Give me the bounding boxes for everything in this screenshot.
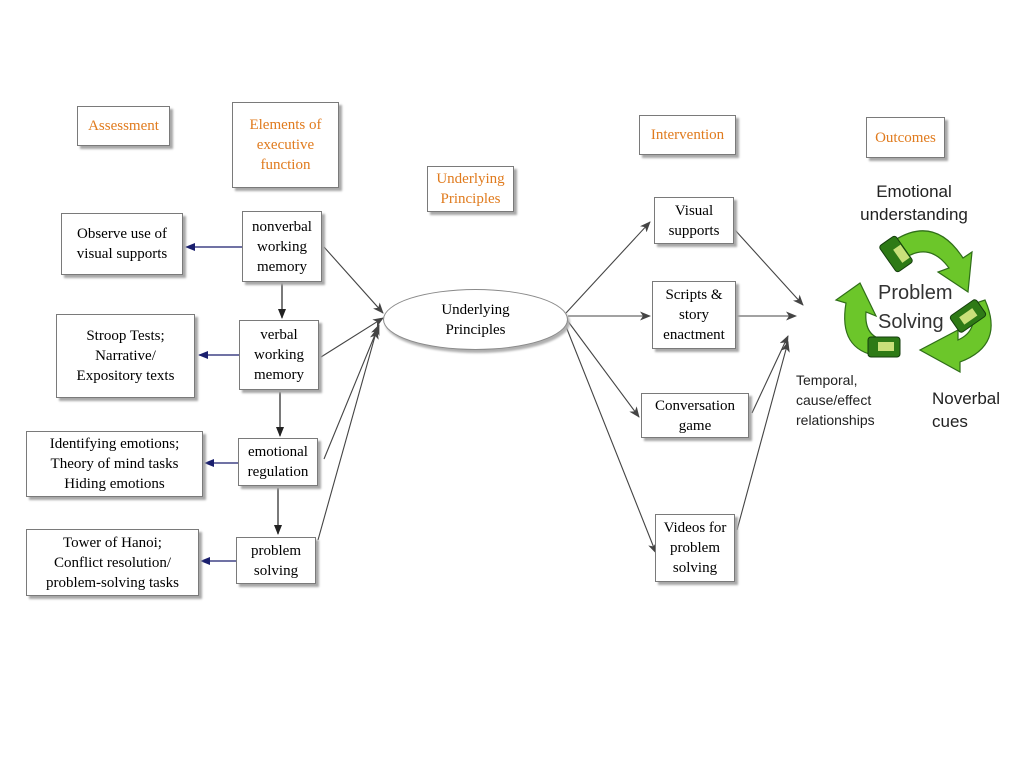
element-emotional-regulation: emotional regulation: [238, 438, 318, 486]
assessment-observe-visual-supports: Observe use of visual supports: [61, 213, 183, 275]
outcome-problem-solving: Problem Solving: [878, 282, 953, 333]
assessment-stroop-tests: Stroop Tests; Narrative/ Expository text…: [56, 314, 195, 398]
header-outcomes: Outcomes: [866, 117, 945, 158]
arrow-nonverbal-to-center: [323, 246, 384, 314]
assessment-identifying-emotions: Identifying emotions; Theory of mind tas…: [26, 431, 203, 497]
arrow-emotional-to-center: [323, 324, 380, 460]
element-nonverbal-working-memory: nonverbal working memory: [242, 211, 322, 282]
intervention-videos-problem-solving: Videos for problem solving: [655, 514, 735, 582]
arrow-center-to-conversation: [566, 319, 640, 418]
arrow-visual-to-outcomes: [734, 229, 804, 306]
intervention-scripts-story-enactment: Scripts & story enactment: [652, 281, 736, 349]
header-assessment: Assessment: [77, 106, 170, 146]
outcome-temporal-relationships: Temporal, cause/effect relationships: [796, 372, 875, 428]
element-verbal-working-memory: verbal working memory: [239, 320, 319, 390]
intervention-visual-supports: Visual supports: [654, 197, 734, 244]
outcome-emotional-understanding: Emotional understanding: [860, 182, 968, 224]
header-elements-of-executive-function: Elements of executive function: [232, 102, 339, 188]
arrow-videos-to-outcomes: [736, 341, 790, 531]
header-intervention: Intervention: [639, 115, 736, 155]
element-problem-solving: problem solving: [236, 537, 316, 584]
arrow-center-to-videos: [564, 323, 657, 554]
header-underlying-principles: Underlying Principles: [427, 166, 514, 212]
assessment-tower-of-hanoi: Tower of Hanoi; Conflict resolution/ pro…: [26, 529, 199, 596]
arrow-center-to-visual: [565, 221, 651, 314]
intervention-conversation-game: Conversation game: [641, 393, 749, 438]
underlying-principles-ellipse: Underlying Principles: [383, 289, 568, 350]
arrow-problem-to-center: [317, 328, 379, 541]
outcome-nonverbal-cues: Noverbal cues: [932, 389, 1001, 431]
